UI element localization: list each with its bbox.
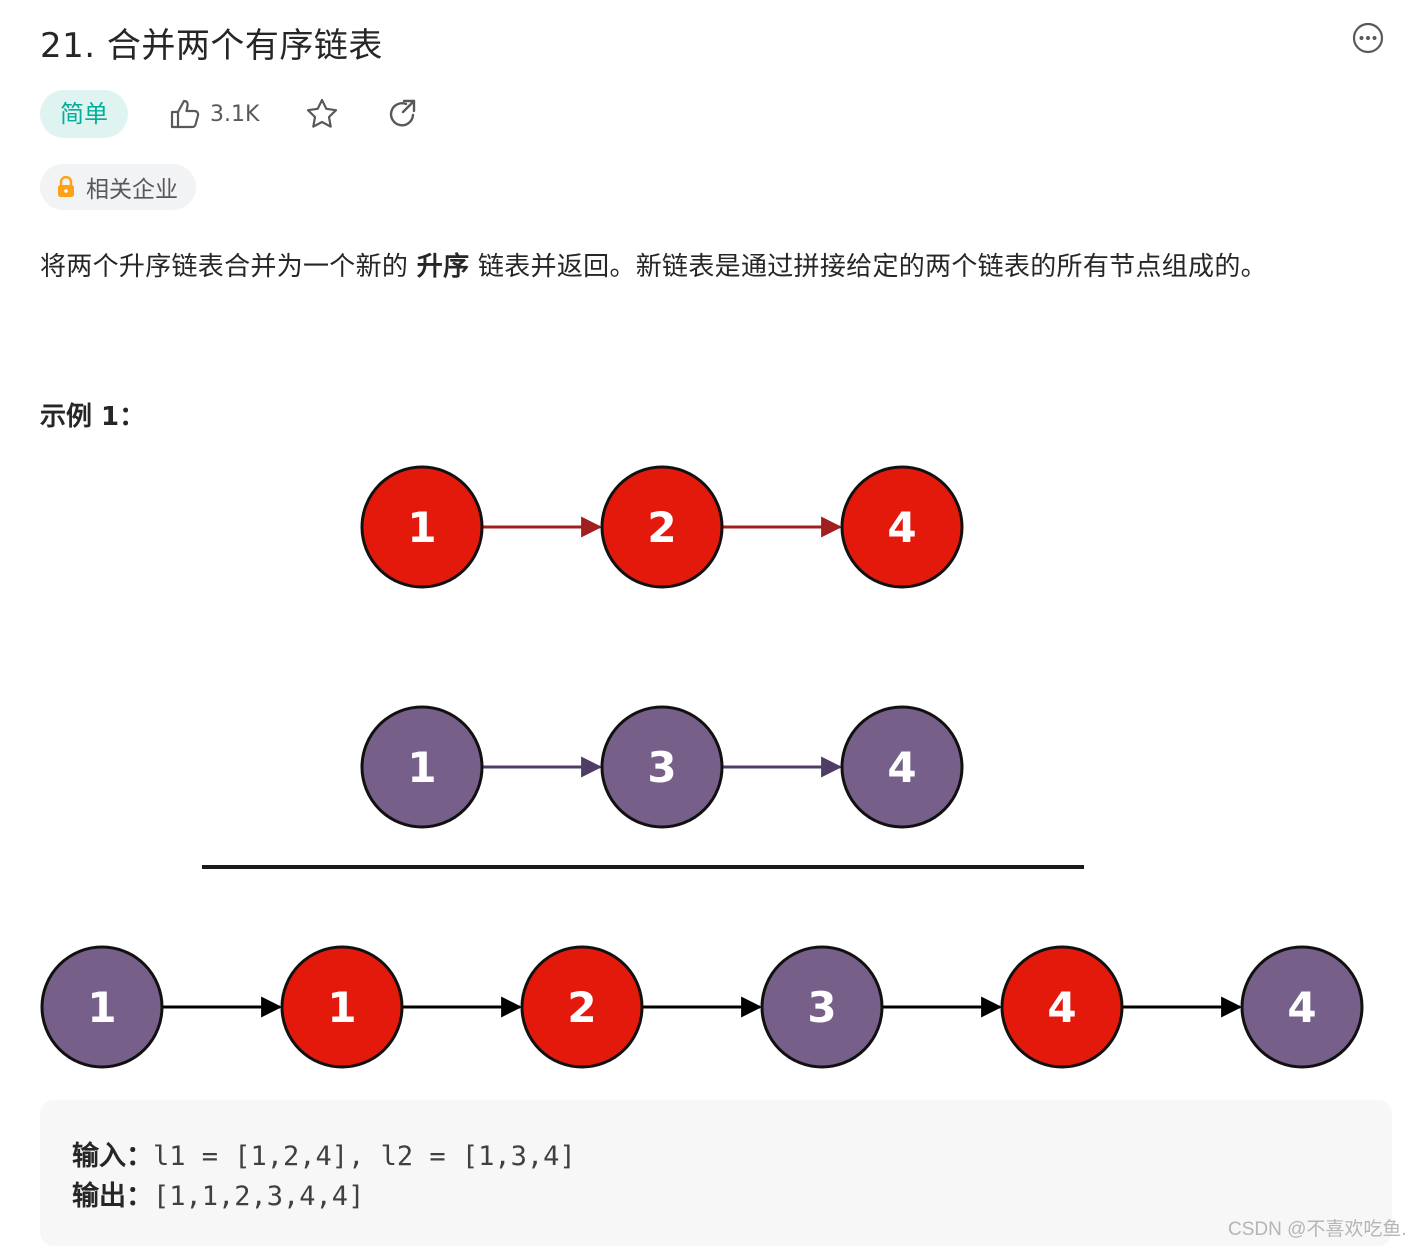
star-icon: [306, 98, 338, 128]
csdn-watermark: CSDN @不喜欢吃鱼.: [1228, 1219, 1407, 1240]
list-node-label: 4: [887, 743, 916, 792]
problem-description: 将两个升序链表合并为一个新的 升序 链表并返回。新链表是通过拼接给定的两个链表的…: [40, 246, 1267, 283]
like-button[interactable]: 3.1K: [168, 94, 259, 134]
description-text-start: 将两个升序链表合并为一个新的: [40, 252, 417, 282]
list-node-label: 1: [407, 743, 436, 792]
share-icon: [389, 99, 416, 127]
list2-node: 4: [840, 705, 964, 829]
merged-node: 2: [520, 945, 644, 1069]
list-node-label: 1: [87, 983, 116, 1032]
list-node-label: 2: [647, 503, 676, 552]
list1-node: 4: [840, 465, 964, 589]
related-companies-tag[interactable]: 相关企业: [40, 164, 196, 210]
list1-node: 2: [600, 465, 724, 589]
input-label: 输入：: [72, 1141, 153, 1172]
merged-node: 1: [280, 945, 404, 1069]
list-node-label: 2: [567, 983, 596, 1032]
description-bold-term: 升序: [416, 252, 470, 282]
output-label: 输出：: [72, 1181, 153, 1212]
more-horizontal-icon: [1352, 22, 1384, 54]
list-node-label: 3: [807, 983, 836, 1032]
like-count: 3.1K: [210, 101, 260, 127]
more-options-button[interactable]: [1350, 20, 1386, 56]
list1-node: 1: [360, 465, 484, 589]
example-output-line: 输出：[1,1,2,3,4,4]: [72, 1174, 364, 1213]
favorite-button[interactable]: [304, 96, 340, 132]
merged-node: 4: [1000, 945, 1124, 1069]
list2-node: 3: [600, 705, 724, 829]
thumbs-up-icon: [170, 99, 200, 129]
difficulty-badge: 简单: [40, 90, 128, 138]
merge-lists-diagram: 1 2 4 1 3 4 1 1 2 3 4 4: [40, 465, 1364, 1069]
example-io-box: 输入：l1 = [1,2,4], l2 = [1,3,4] 输出：[1,1,2,…: [40, 1100, 1392, 1246]
merged-node: 4: [1240, 945, 1364, 1069]
share-button[interactable]: [384, 96, 420, 132]
list-node-label: 3: [647, 743, 676, 792]
lock-icon: [58, 176, 74, 197]
example-input-line: 输入：l1 = [1,2,4], l2 = [1,3,4]: [72, 1134, 576, 1173]
list-node-label: 4: [1047, 983, 1076, 1032]
input-value: l1 = [1,2,4], l2 = [1,3,4]: [153, 1141, 576, 1172]
output-value: [1,1,2,3,4,4]: [153, 1181, 365, 1212]
merged-node: 1: [40, 945, 164, 1069]
example-title: 示例 1：: [40, 402, 146, 432]
list-node-label: 4: [1287, 983, 1316, 1032]
related-companies-label: 相关企业: [86, 177, 178, 203]
merged-node: 3: [760, 945, 884, 1069]
list2-node: 1: [360, 705, 484, 829]
list-node-label: 1: [327, 983, 356, 1032]
description-text-end: 链表并返回。新链表是通过拼接给定的两个链表的所有节点组成的。: [469, 252, 1267, 282]
list-node-label: 1: [407, 503, 436, 552]
list-node-label: 4: [887, 503, 916, 552]
problem-title: 21. 合并两个有序链表: [40, 26, 383, 66]
